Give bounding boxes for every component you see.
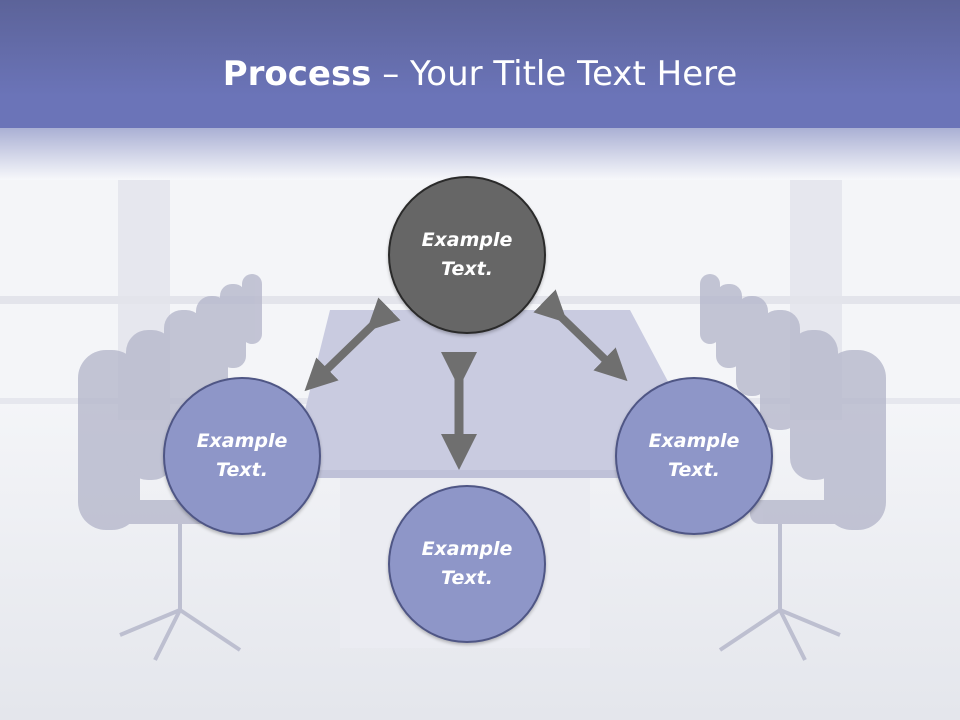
- process-node-bottom: Example Text.: [388, 485, 546, 643]
- process-node-right: Example Text.: [615, 377, 773, 535]
- node-right-line2: Text.: [668, 459, 720, 481]
- arrow-top-left: [304, 297, 401, 392]
- arrow-top-right: [533, 289, 628, 382]
- process-node-top: Example Text.: [388, 176, 546, 334]
- node-right-line1: Example: [648, 430, 740, 452]
- node-left-line2: Text.: [216, 459, 268, 481]
- process-node-left: Example Text.: [163, 377, 321, 535]
- node-bottom-line2: Text.: [441, 567, 493, 589]
- slide-title-rest: – Your Title Text Here: [371, 54, 738, 94]
- node-left-line1: Example: [196, 430, 288, 452]
- node-top-line1: Example: [421, 229, 513, 251]
- slide-title-bold: Process: [222, 54, 372, 94]
- node-top-line2: Text.: [441, 258, 493, 280]
- slide-title: Process – Your Title Text Here: [0, 52, 960, 96]
- node-bottom-line1: Example: [421, 538, 513, 560]
